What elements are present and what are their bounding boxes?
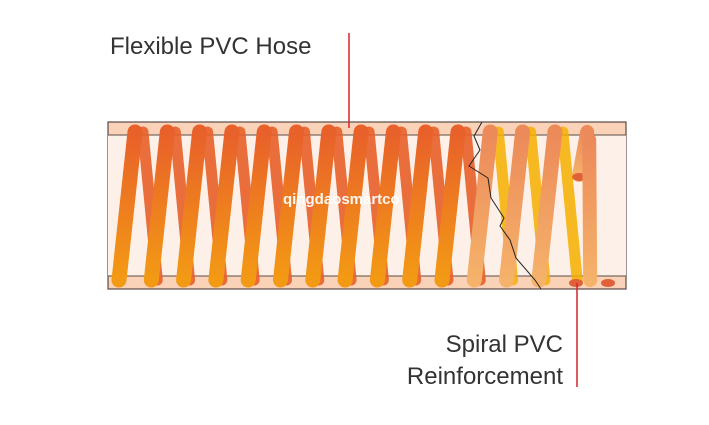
coil-cut-end — [569, 279, 583, 287]
coil-front-strand — [208, 124, 240, 288]
coil-front-strand — [402, 124, 434, 288]
reinforcement-label-line1: Spiral PVC — [445, 331, 563, 358]
watermark: qingdaosmartco — [283, 191, 400, 208]
coil-front-strand — [369, 124, 401, 288]
coil-front-strand — [466, 124, 498, 288]
hose-label: Flexible PVC Hose — [110, 33, 312, 60]
coil-front-strand — [499, 124, 531, 288]
coil-cut-end — [601, 279, 615, 287]
coil-front-strand — [582, 133, 598, 287]
coil-front-strand — [176, 124, 208, 288]
coil-front-strand — [337, 124, 369, 288]
coil-back-strand — [557, 126, 583, 286]
reinforcement-label: Spiral PVC Reinforcement — [407, 329, 563, 393]
reinforcement-label-line2: Reinforcement — [406, 363, 563, 390]
coil-front-strand — [273, 124, 304, 288]
cutaway-edge-line — [468, 121, 542, 290]
coil-front-strand — [434, 124, 466, 288]
coil-front-strand — [531, 124, 563, 288]
coil-front-strand — [143, 124, 175, 288]
coil-front-strand — [305, 124, 337, 288]
coil-front-strand — [240, 124, 272, 288]
coil-front-strand — [111, 124, 143, 288]
